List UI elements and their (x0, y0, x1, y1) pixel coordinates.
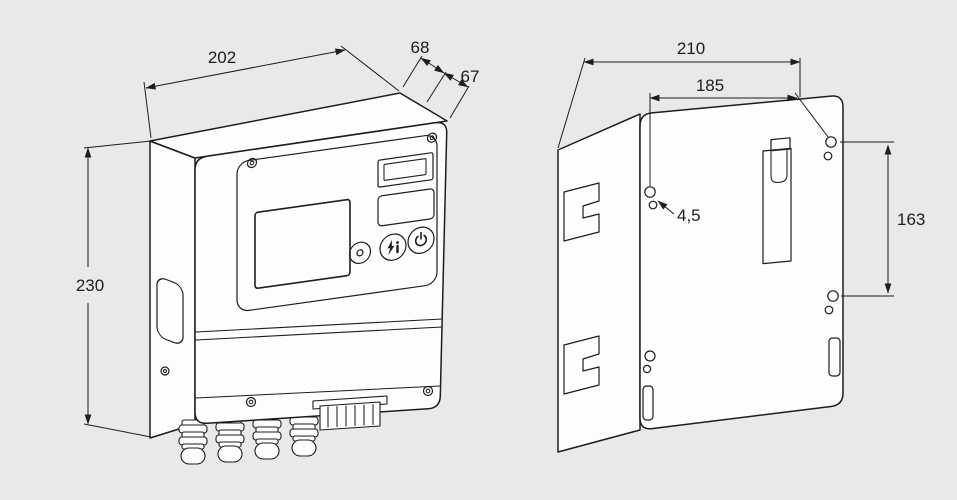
segment-display-window (377, 152, 434, 188)
dim-label-210: 210 (677, 39, 705, 58)
cable-gland-icon (178, 419, 208, 465)
screw (245, 385, 434, 408)
back-side-face (557, 113, 641, 453)
indicator-dot-icon (348, 241, 372, 265)
screw (246, 132, 438, 169)
dim-label-67: 67 (461, 67, 480, 86)
dim-label-202: 202 (208, 48, 236, 67)
dim-label-185: 185 (696, 76, 724, 95)
screw (160, 366, 170, 376)
housing-front-face (194, 121, 448, 424)
dim-width-210: 210 (557, 39, 801, 149)
back-panel-face (639, 95, 844, 430)
lightning-info-icon (379, 233, 407, 261)
dim-width-202: 202 (143, 45, 400, 139)
dim-label-230: 230 (76, 276, 104, 295)
display-window (254, 198, 351, 289)
cable-gland-icon (289, 411, 319, 457)
dim-height-230: 230 (76, 140, 152, 438)
dim-hole-spacing-163: 163 (840, 141, 925, 297)
mounting-hole (823, 136, 837, 161)
mounting-hole (824, 290, 839, 315)
segment-display-glass (383, 158, 427, 181)
cover-seams (195, 318, 443, 399)
wall-tab-slot (762, 137, 792, 265)
panel-frame (236, 134, 438, 312)
dim-hole-diameter-4-5: 4,5 (657, 200, 701, 225)
connector-block (312, 395, 388, 431)
mounting-hole (644, 186, 658, 210)
back-view: 210 185 163 4,5 (557, 39, 925, 453)
side-label (156, 278, 184, 344)
mounting-slot (828, 337, 841, 377)
dim-hole-spacing-185: 185 (649, 76, 829, 186)
cable-gland-icon (215, 417, 245, 463)
mounting-slot (642, 385, 654, 421)
power-icon (407, 226, 435, 254)
dim-depth-68-67: 68 67 (402, 38, 480, 119)
dim-label-68: 68 (411, 38, 430, 57)
din-clip (563, 335, 600, 395)
control-panel (236, 132, 438, 312)
dim-label-163: 163 (897, 210, 925, 229)
din-clip (563, 182, 600, 242)
mounting-hole (642, 350, 656, 374)
cable-gland-icon (252, 414, 282, 460)
label-field (377, 188, 435, 227)
dim-label-4-5: 4,5 (677, 206, 701, 225)
front-view: 202 68 67 230 (76, 38, 480, 465)
housing-top-face (149, 92, 448, 159)
